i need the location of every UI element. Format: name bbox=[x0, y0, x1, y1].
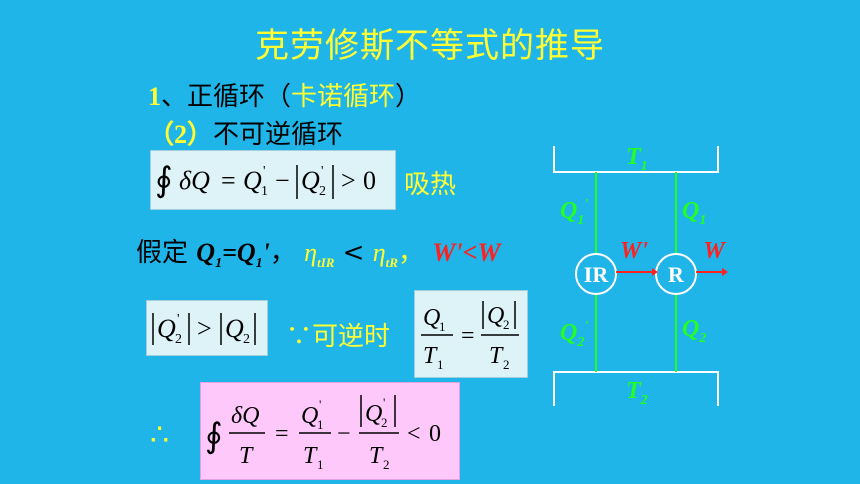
svg-text:T: T bbox=[369, 443, 384, 469]
svg-text:=: = bbox=[275, 421, 289, 447]
q1-label: Q1 bbox=[682, 198, 706, 228]
q1-sub: 1 bbox=[261, 184, 268, 199]
svg-text:Q: Q bbox=[301, 403, 318, 429]
svg-text:2: 2 bbox=[243, 332, 250, 347]
heat-engine-diagram: IR R T1 T2 Q1' Q1 Q2' Q2 W' W bbox=[553, 144, 728, 408]
svg-text:<: < bbox=[407, 421, 421, 447]
equation-box-cyclic-integral: ∮ δQ = Q 1 ' − Q 2 ' > 0 bbox=[150, 150, 396, 210]
svg-text:Q: Q bbox=[225, 314, 244, 343]
heading-text: 正循环（ bbox=[187, 82, 292, 112]
equation-box-q2-compare: Q 2 ' > Q 2 bbox=[146, 300, 268, 356]
ir-engine-circle bbox=[575, 253, 617, 295]
svg-text:2: 2 bbox=[175, 332, 182, 347]
svg-text:2: 2 bbox=[503, 357, 510, 372]
svg-text:Q: Q bbox=[487, 303, 504, 329]
heading-number: 1 bbox=[148, 82, 161, 111]
because-reversible: ∵可逆时 bbox=[286, 316, 390, 353]
delta-q: δQ bbox=[179, 166, 210, 195]
svg-text:−: − bbox=[337, 421, 351, 447]
q2-sub: 2 bbox=[319, 184, 326, 199]
q2-prime-mark: ' bbox=[321, 164, 324, 179]
q2-prime: Q bbox=[301, 166, 320, 195]
cold-reservoir bbox=[553, 371, 719, 406]
ir-label: IR bbox=[584, 262, 610, 287]
hot-reservoir bbox=[553, 146, 719, 173]
svg-text:>: > bbox=[197, 314, 212, 343]
because-symbol: ∵ bbox=[286, 322, 313, 352]
r-label: R bbox=[668, 262, 685, 287]
svg-text:T: T bbox=[303, 443, 318, 469]
assume-prefix: 假定 bbox=[136, 238, 189, 268]
oint-symbol: ∮ bbox=[155, 162, 173, 199]
greater-sign: > bbox=[341, 166, 356, 195]
r-engine-circle bbox=[655, 253, 697, 295]
because-text: 可逆时 bbox=[312, 322, 391, 352]
heading-sep: 、 bbox=[161, 82, 188, 112]
svg-text:0: 0 bbox=[429, 421, 441, 447]
q2-comparison-equation: Q 2 ' > Q 2 bbox=[152, 312, 256, 347]
heading-positive-cycle: 1、正循环（卡诺循环） bbox=[148, 76, 421, 113]
svg-text:2: 2 bbox=[381, 415, 388, 430]
reversible-ratio-equation: Q 1 T 1 = Q 2 T 2 bbox=[421, 301, 519, 372]
q1-prime: Q bbox=[243, 166, 262, 195]
w-prime-label: W' bbox=[620, 238, 648, 264]
eta-irreversible: ηtIR bbox=[304, 238, 335, 271]
subheading-number: （2） bbox=[148, 120, 214, 149]
svg-text:Q: Q bbox=[157, 314, 176, 343]
svg-text:': ' bbox=[319, 397, 321, 412]
therefore-symbol: ∴ bbox=[150, 418, 170, 453]
assume-sep: ， bbox=[269, 238, 296, 268]
svg-text:T: T bbox=[423, 343, 438, 369]
svg-text:1: 1 bbox=[317, 417, 324, 432]
q2-prime-label: Q2' bbox=[560, 319, 588, 350]
minus-sign: − bbox=[275, 166, 290, 195]
svg-text:1: 1 bbox=[439, 319, 446, 334]
heading-close: ） bbox=[395, 82, 422, 112]
absorb-heat-note: 吸热 bbox=[404, 170, 457, 200]
clausius-result-equation: ∮ δQ T = Q 1 ' T 1 − Q 2 ' T 2 < 0 bbox=[205, 395, 441, 472]
t1-label: T1 bbox=[626, 144, 648, 174]
equals-sign: = bbox=[221, 166, 236, 195]
w-label: W bbox=[703, 238, 726, 264]
svg-text:∮: ∮ bbox=[205, 418, 223, 455]
page-title: 克劳修斯不等式的推导 bbox=[255, 26, 605, 66]
work-comparison: W'<W bbox=[432, 238, 501, 267]
assume-comma: ， bbox=[397, 238, 424, 268]
svg-text:T: T bbox=[239, 443, 254, 469]
svg-text:2: 2 bbox=[383, 457, 390, 472]
heading-irreversible-cycle: （2）不可逆循环 bbox=[148, 114, 343, 151]
svg-text:T: T bbox=[489, 343, 504, 369]
svg-text:=: = bbox=[461, 323, 475, 349]
svg-text:2: 2 bbox=[503, 317, 510, 332]
equation-box-reversible-ratio: Q 1 T 1 = Q 2 T 2 bbox=[414, 290, 528, 378]
assumption-line: 假定 Q1=Q1'， ηtIR < ηtR， W'<W bbox=[136, 232, 501, 272]
cyclic-integral-equation: ∮ δQ = Q 1 ' − Q 2 ' > 0 bbox=[155, 162, 376, 199]
svg-text:1: 1 bbox=[317, 457, 324, 472]
svg-text:Q: Q bbox=[423, 305, 440, 331]
zero: 0 bbox=[363, 166, 376, 195]
t2-label: T2 bbox=[626, 378, 648, 408]
eta-reversible: ηtR bbox=[372, 238, 398, 271]
q1-prime-mark: ' bbox=[263, 164, 266, 179]
svg-text:': ' bbox=[383, 395, 385, 410]
svg-text:Q: Q bbox=[365, 401, 382, 427]
svg-text:': ' bbox=[177, 312, 180, 327]
q2-label: Q2 bbox=[682, 316, 706, 346]
svg-text:1: 1 bbox=[437, 357, 444, 372]
svg-text:δQ: δQ bbox=[231, 403, 260, 429]
q1-prime-label: Q1' bbox=[560, 197, 588, 228]
heading-highlight: 卡诺循环 bbox=[291, 82, 396, 112]
equation-box-clausius-result: ∮ δQ T = Q 1 ' T 1 − Q 2 ' T 2 < 0 bbox=[200, 382, 460, 480]
subheading-text: 不可逆循环 bbox=[213, 120, 344, 150]
less-than-1: < bbox=[334, 238, 373, 268]
assume-q-equality: Q1=Q1' bbox=[196, 238, 270, 272]
